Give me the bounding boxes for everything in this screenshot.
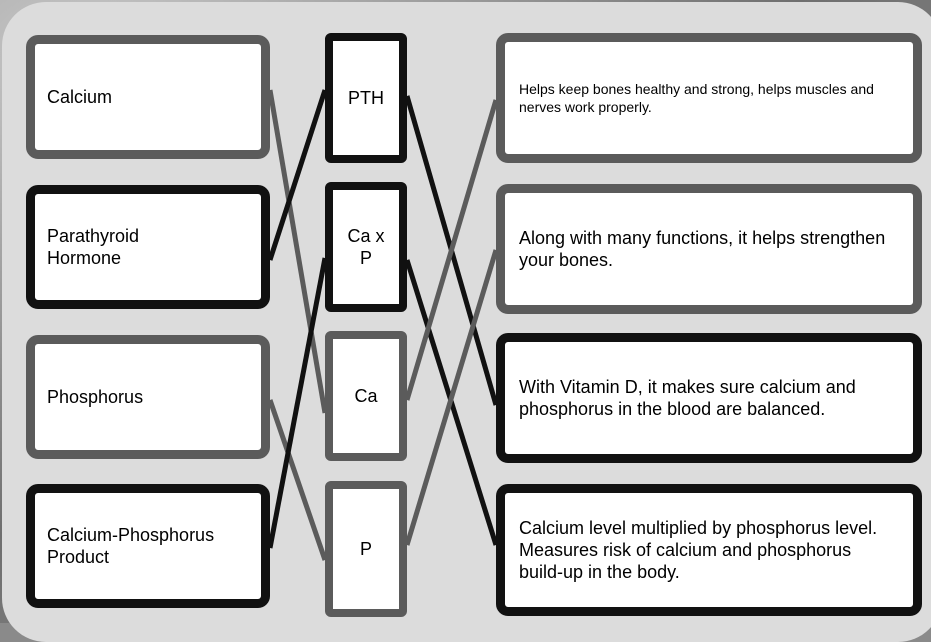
middle-item-label: PTH [348,88,384,108]
right-item-label: With Vitamin D, it makes sure calcium an… [519,377,856,419]
line-calcium-to-ca [267,89,328,414]
connector-lines [267,89,499,561]
left-item-calcium: Calcium [26,35,270,159]
right-item-label: Calcium level multiplied by phosphorus l… [519,518,878,582]
right-item-strengthen-bones: Along with many functions, it helps stre… [496,184,922,314]
left-item-label: Calcium-Phosphorus Product [47,525,215,567]
left-item-label: Calcium [47,87,113,107]
right-item-balance: With Vitamin D, it makes sure calcium an… [496,333,922,463]
right-item-label: Helps keep bones healthy and strong, hel… [519,81,874,115]
middle-item-label: Ca x P [347,226,385,268]
left-item-label: Phosphorus [47,387,144,407]
middle-item-ca-x-p: Ca x P [325,182,407,312]
line-product-to-caxp [267,257,328,549]
middle-item-label: Ca [354,386,378,406]
right-item-risk: Calcium level multiplied by phosphorus l… [496,484,922,616]
line-p-to-strengthen [404,249,499,546]
line-pth-to-pth [267,89,328,261]
left-item-phosphorus: Phosphorus [26,335,270,459]
middle-item-ca: Ca [325,331,407,461]
right-item-bones-muscles: Helps keep bones healthy and strong, hel… [496,33,922,163]
line-phosphorus-to-p [267,399,328,561]
middle-item-p: P [325,481,407,617]
middle-item-label: P [359,539,372,559]
left-item-label: Parathyroid Hormone [47,226,140,268]
left-item-parathyroid-hormone: Parathyroid Hormone [26,185,270,309]
line-ca-to-bones-strong [404,99,499,401]
right-item-label: Along with many functions, it helps stre… [519,228,886,270]
left-item-calcium-phosphorus-product: Calcium-Phosphorus Product [26,484,270,608]
middle-item-pth: PTH [325,33,407,163]
